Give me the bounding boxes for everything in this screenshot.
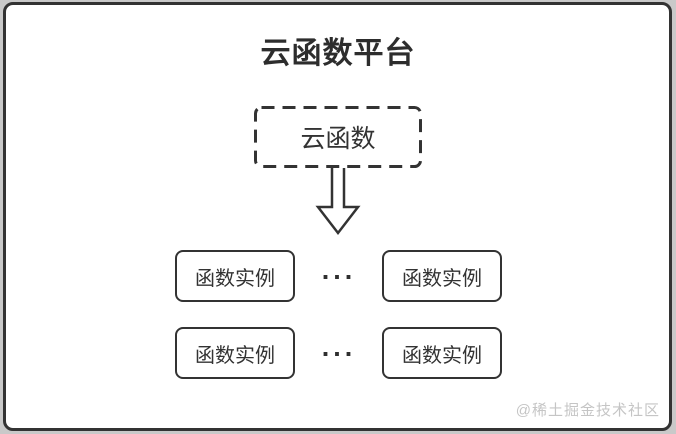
function-instance-node: 函数实例 [175,250,295,302]
cloud-function-node: 云函数 [300,125,376,153]
function-instance-node: 函数实例 [382,250,502,302]
diagram-title: 云函数平台 [260,37,416,70]
ellipsis-row1: ... [321,255,357,285]
function-instance-node: 函数实例 [382,327,502,379]
ellipsis-row2: ... [321,332,357,362]
watermark: @稀土掘金技术社区 [515,402,660,419]
function-instance-node: 函数实例 [175,327,295,379]
